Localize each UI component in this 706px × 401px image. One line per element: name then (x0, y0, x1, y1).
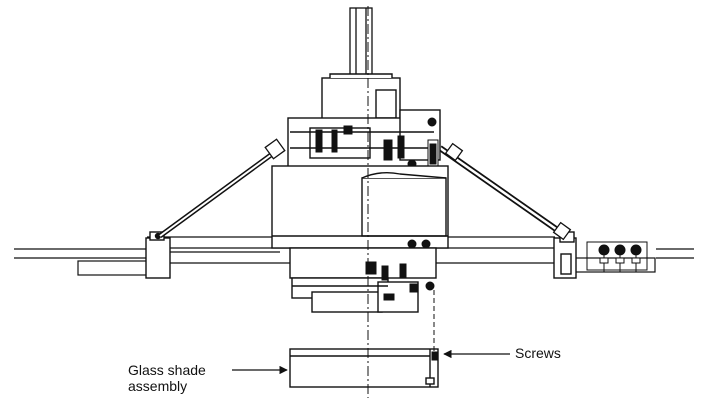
downrod (349, 7, 373, 81)
glass-shade-label-line1: Glass shade (128, 362, 206, 378)
left-blade-bracket (145, 231, 171, 279)
blade-screws (586, 241, 648, 272)
shade-screw (431, 351, 439, 361)
motor-coupler (321, 73, 401, 121)
right-blade-bracket (553, 231, 577, 279)
lower-housing (289, 247, 437, 313)
left-support-cable (158, 138, 286, 239)
right-support-cable (438, 142, 572, 241)
motor-body (271, 165, 449, 249)
screws-label: Screws (515, 345, 561, 361)
glass-shade-label-line2: assembly (128, 378, 188, 394)
lower-hardware (365, 239, 435, 301)
glass-shade (289, 348, 439, 388)
upper-housing (287, 109, 441, 169)
left-blade (14, 248, 149, 276)
